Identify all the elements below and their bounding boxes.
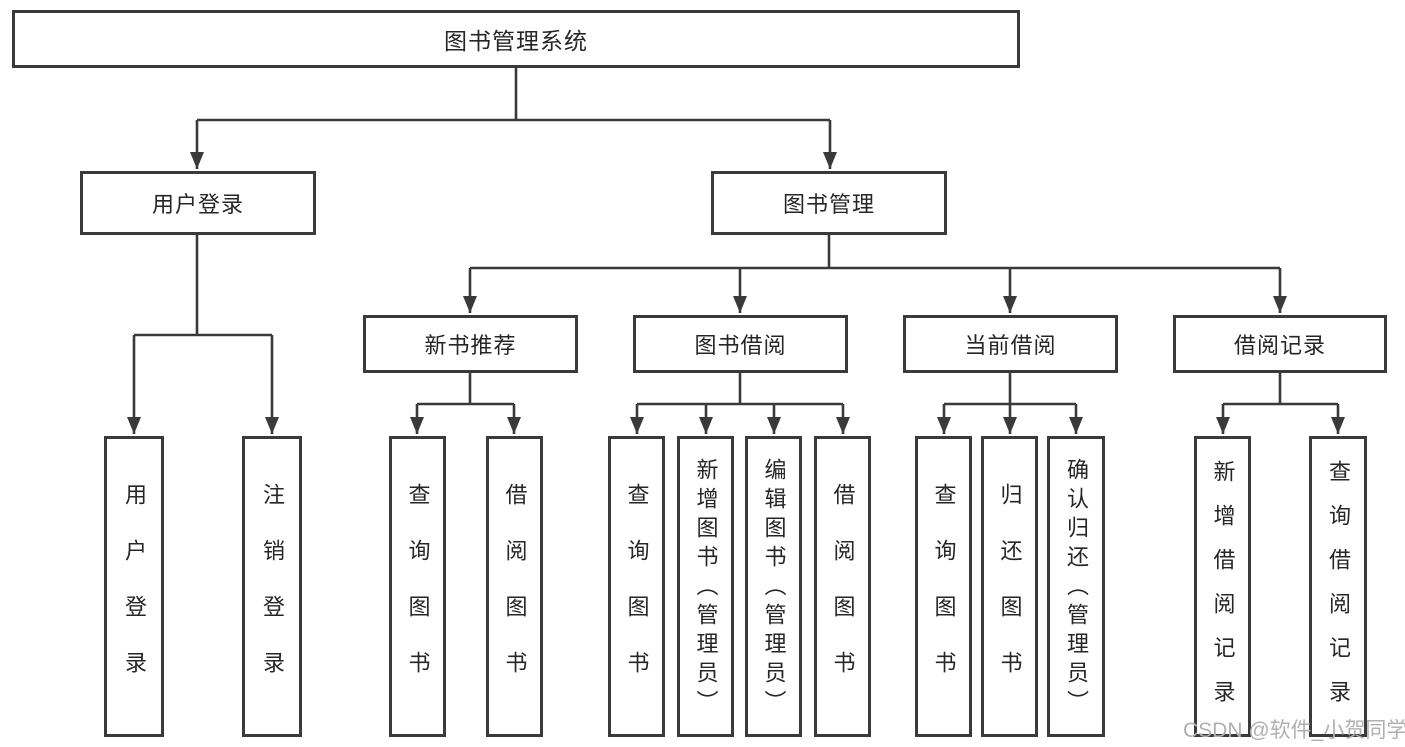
connector-new-book-rec-to-leaves: [410, 373, 521, 434]
node-current-confirm-return: 确认归还（管理员）: [1047, 436, 1105, 737]
node-user-login: 用户登录: [80, 171, 316, 235]
connector-book-mgmt-to-level3: [463, 235, 1287, 313]
connector-root-to-level2: [190, 68, 837, 169]
node-login-leaf: 用户登录: [104, 436, 164, 737]
node-new-book-recommendation: 新书推荐: [363, 315, 578, 373]
node-book-management: 图书管理: [711, 171, 947, 235]
node-borrow-edit-book: 编辑图书（管理员）: [745, 436, 802, 737]
node-rec-borrow-book: 借阅图书: [486, 436, 543, 737]
node-records-query-record: 查询借阅记录: [1309, 436, 1367, 737]
node-rec-query-book: 查询图书: [389, 436, 446, 737]
csdn-watermark: CSDN @软件_小贺同学: [1183, 719, 1405, 742]
node-current-query-book: 查询图书: [915, 436, 972, 737]
connector-book-borrow-to-leaves: [630, 373, 850, 434]
node-logout-leaf: 注销登录: [242, 436, 302, 737]
node-book-borrowing: 图书借阅: [633, 315, 848, 373]
node-current-borrowing: 当前借阅: [903, 315, 1118, 373]
node-borrow-borrow-book: 借阅图书: [814, 436, 871, 737]
connector-borrow-records-to-leaves: [1216, 373, 1345, 434]
node-borrow-add-book: 新增图书（管理员）: [677, 436, 734, 737]
node-borrowing-records: 借阅记录: [1173, 315, 1387, 373]
connector-user-login-to-leaves: [127, 235, 279, 434]
node-borrow-query-book: 查询图书: [608, 436, 665, 737]
node-root: 图书管理系统: [12, 10, 1020, 68]
connector-current-borrow-to-leaves: [937, 373, 1083, 434]
node-current-return-book: 归还图书: [981, 436, 1038, 737]
node-records-add-record: 新增借阅记录: [1194, 436, 1251, 737]
